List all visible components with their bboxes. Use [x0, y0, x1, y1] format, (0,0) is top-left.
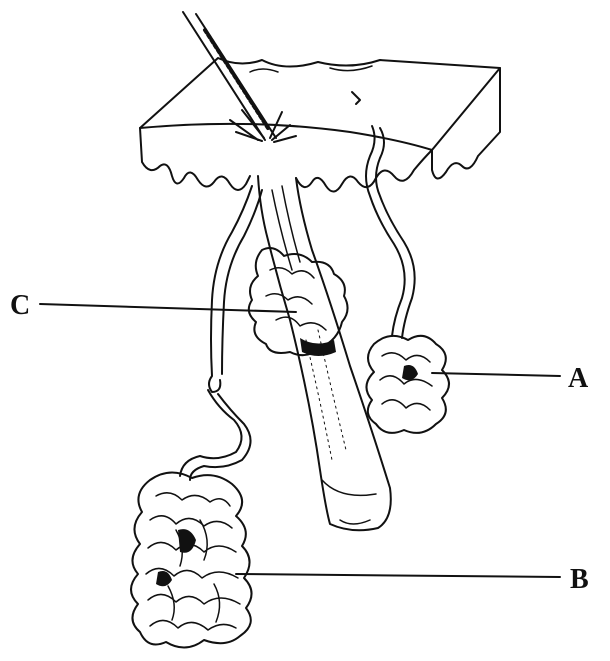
leader-line-c	[40, 304, 296, 312]
label-a: A	[568, 363, 589, 394]
label-b: B	[570, 564, 589, 595]
hair-shaft	[183, 12, 296, 142]
skin-block	[140, 58, 500, 192]
leader-lines	[40, 304, 560, 577]
leader-line-b	[236, 574, 560, 577]
leader-line-a	[432, 373, 560, 376]
label-c: C	[10, 290, 30, 321]
sebaceous-gland	[249, 248, 348, 356]
eccrine-sweat-gland	[131, 186, 262, 648]
apocrine-sweat-gland	[366, 126, 449, 433]
